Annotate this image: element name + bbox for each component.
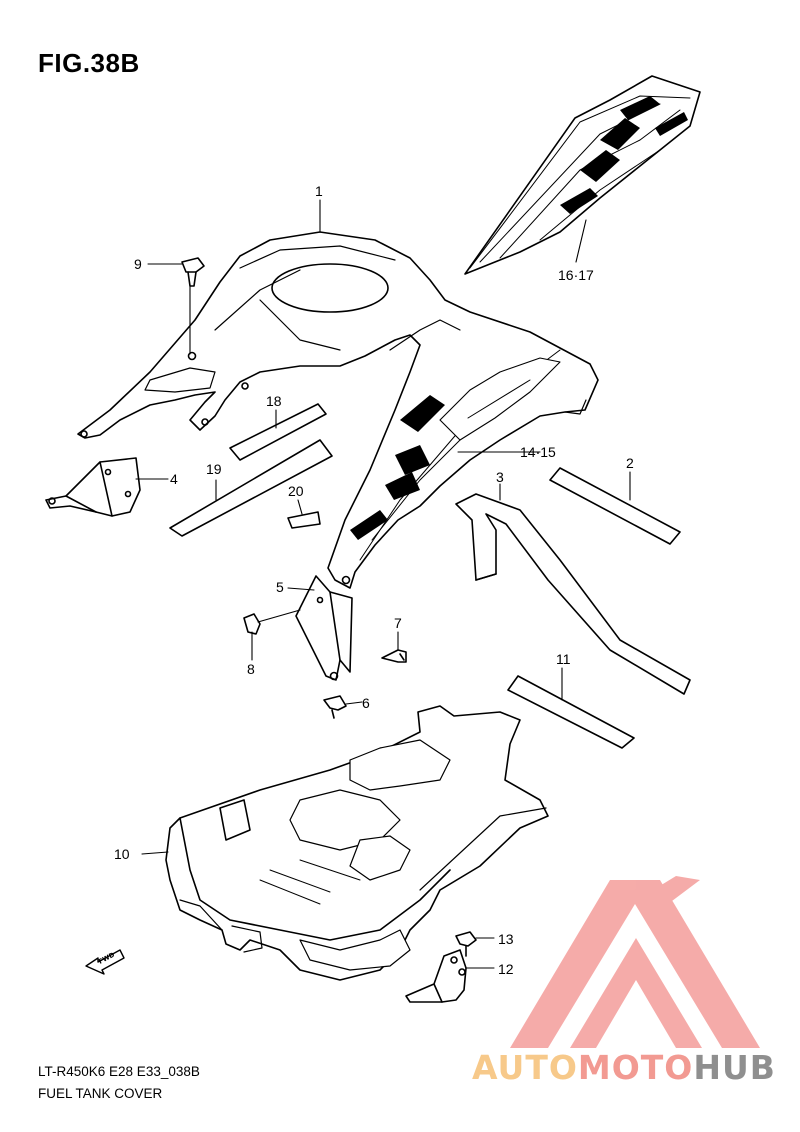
callout-20: 20 [288,483,304,499]
callout-18: 18 [266,393,282,409]
callout-3: 3 [496,469,504,485]
cushion-2 [549,467,681,545]
fuel-tank-cover-1 [77,231,599,589]
bracket-5 [295,575,353,681]
pad-20 [287,511,321,529]
fwd-arrow-icon: FWD [85,949,125,975]
screw-13 [455,931,477,957]
callout-1: 1 [315,183,323,199]
callout-16-17: 16·17 [558,267,594,283]
cushion-11 [507,675,635,749]
callout-5: 5 [276,579,284,595]
watermark-hub: HUB [693,1048,776,1087]
callout-8: 8 [247,661,255,677]
figure-title: FIG.38B [38,48,140,78]
figure-name: FUEL TANK COVER [38,1086,163,1101]
screw-7 [381,649,407,663]
callout-labels: 1 9 16·17 18 4 19 20 14·15 2 3 5 7 8 6 1… [114,183,634,977]
cushion-18 [229,403,327,461]
watermark-auto: AUTO [472,1048,578,1087]
callout-12: 12 [498,961,514,977]
callout-4: 4 [170,471,178,487]
callout-13: 13 [498,931,514,947]
nut-8 [243,613,261,635]
screw-6 [323,695,347,719]
watermark-moto: MOTO [577,1048,694,1087]
callout-11: 11 [556,651,571,667]
figure-model-code: LT-R450K6 E28 E33_038B [38,1064,200,1079]
under-tray-10 [165,705,549,981]
leader-lines [135,199,631,969]
callout-10: 10 [114,846,130,862]
bracket-4 [45,457,141,517]
cushion-19 [169,439,333,537]
callout-2: 2 [626,455,634,471]
callout-9: 9 [134,256,142,272]
callout-6: 6 [362,695,370,711]
watermark-brand: AUTOMOTOHUB [472,1048,776,1087]
watermark-logo-icon [510,876,760,1048]
callout-14-15: 14·15 [520,444,556,460]
clip-9 [181,257,205,287]
decal-16-17 [464,75,701,275]
callout-19: 19 [206,461,222,477]
callout-7: 7 [394,615,402,631]
bracket-12 [405,949,467,1003]
bracket-bar-3 [455,493,691,695]
